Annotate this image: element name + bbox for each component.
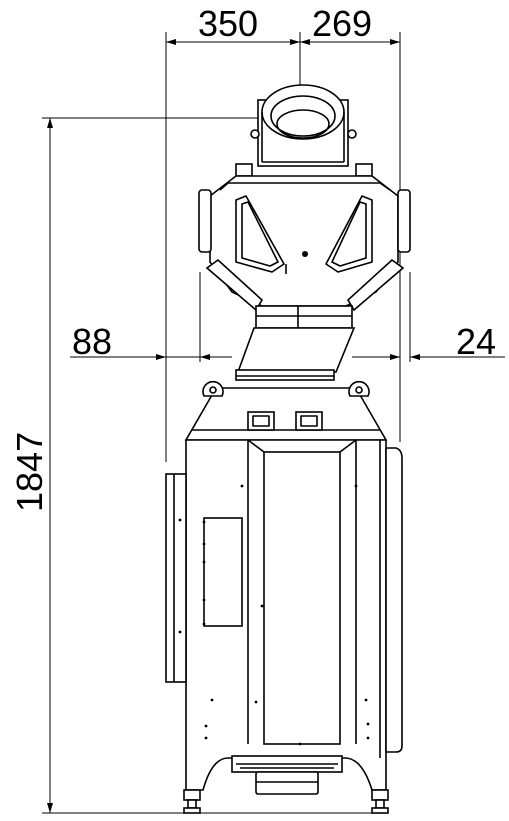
connector-collar: [255, 305, 353, 329]
hood-side-left: [198, 189, 212, 253]
info-plate: [203, 517, 243, 627]
flue-connector: [235, 305, 356, 381]
dim-label-350: 350: [198, 3, 258, 44]
dim-label-269: 269: [312, 3, 372, 44]
lifting-lug-right: [348, 380, 370, 397]
convection-hood: [198, 175, 411, 312]
air-opening-right: [295, 411, 323, 431]
dim-label-24: 24: [456, 321, 496, 362]
adjustable-feet: [183, 789, 389, 814]
hood-lower-right: [346, 258, 405, 312]
connector-flange: [235, 369, 335, 381]
foot-left-base: [183, 807, 201, 814]
foot-right-base: [371, 807, 389, 814]
clamp-right: [347, 129, 357, 139]
flue-inner-ring-2: [276, 109, 330, 139]
connector-tapered-pipe: [236, 327, 356, 373]
hood-side-right: [397, 189, 411, 253]
body-bolts: [178, 484, 370, 746]
hood-center-dot: [302, 251, 308, 257]
dim-label-1847: 1847: [9, 432, 50, 512]
dim-label-88: 88: [72, 321, 112, 362]
hood-vent-left: [235, 195, 285, 273]
door-frame-right: [385, 447, 403, 753]
flue-inner-ring: [270, 95, 336, 137]
firebox-top: [184, 380, 388, 441]
ash-pan: [255, 771, 319, 795]
clamp-left: [250, 129, 260, 139]
foot-left-top: [183, 789, 201, 801]
lifting-lug-left: [202, 380, 224, 397]
side-panel-left: [165, 473, 187, 683]
air-opening-left: [247, 411, 275, 431]
foot-right-top: [371, 789, 389, 801]
flue-collar: [235, 84, 373, 177]
firebox-body: [165, 439, 403, 795]
central-glass-panel: [263, 451, 341, 745]
hood-vent-right: [325, 195, 373, 273]
hood-lower-left: [205, 258, 264, 312]
flue-outlet-ring: [261, 84, 345, 140]
